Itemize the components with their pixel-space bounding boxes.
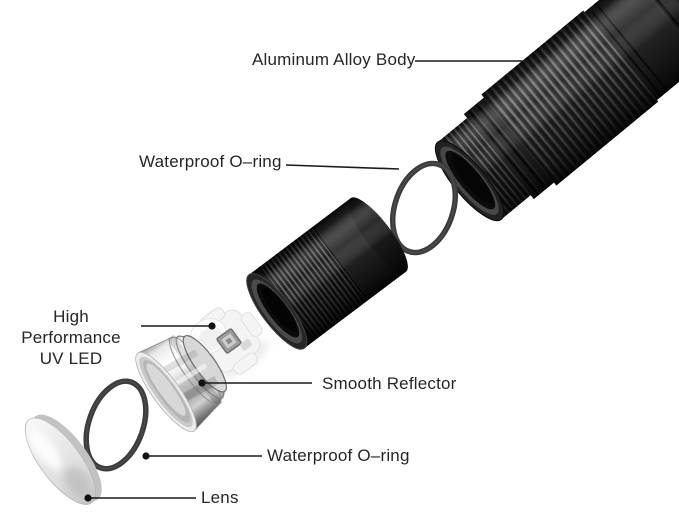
label-waterproof-oring-top: Waterproof O–ring — [139, 152, 282, 171]
leader-dots — [84, 322, 216, 502]
leader-dot-uv-led — [208, 322, 216, 330]
smooth-reflector — [135, 334, 227, 433]
leader-lines — [88, 60, 528, 499]
label-aluminum-body: Aluminum Alloy Body — [252, 50, 416, 69]
leader-dot-lens — [84, 494, 92, 502]
lens-disc — [24, 414, 102, 505]
label-lens: Lens — [201, 488, 239, 507]
label-smooth-reflector: Smooth Reflector — [322, 374, 457, 393]
leader-dot-reflector — [198, 379, 206, 387]
leader-line-oring-top — [285, 164, 400, 170]
label-waterproof-oring-bottom: Waterproof O–ring — [267, 446, 410, 465]
label-uv-led: High Performance UV LED — [2, 306, 140, 369]
label-uv-led-line1: High Performance — [21, 307, 121, 347]
leader-dot-oring-bottom — [142, 452, 150, 460]
lower-o-ring — [83, 378, 149, 472]
label-uv-led-line2: UV LED — [39, 349, 103, 368]
head-bezel — [246, 190, 417, 350]
upper-o-ring — [390, 160, 458, 256]
